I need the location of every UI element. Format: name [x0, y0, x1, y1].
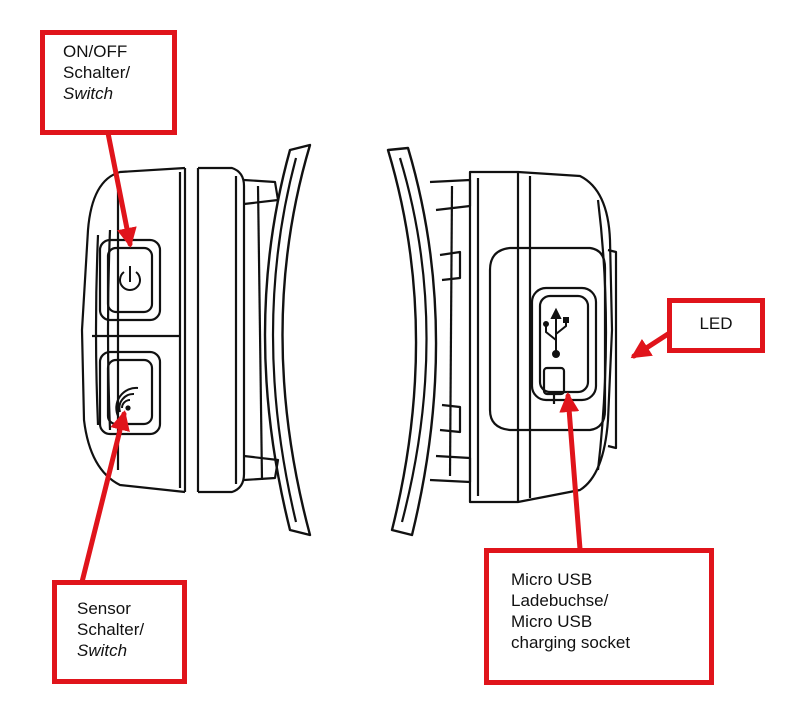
- callout-on-off-line3: Switch: [63, 84, 114, 103]
- usb-icon: [543, 307, 569, 358]
- callout-sensor-line3: Switch: [77, 641, 128, 660]
- callout-arrows: [79, 130, 671, 585]
- callout-sensor-line1: Sensor: [77, 599, 131, 618]
- callout-usb-line1: Micro USB: [511, 570, 593, 589]
- callout-sensor-switch: Sensor Schalter/ Switch: [52, 580, 187, 684]
- callout-micro-usb-socket: Micro USB Ladebuchse/ Micro USB charging…: [484, 548, 714, 685]
- callout-sensor-line2: Schalter/: [77, 620, 145, 639]
- callout-led-line1: LED: [699, 314, 733, 333]
- callout-led: LED: [667, 298, 765, 353]
- power-icon: [119, 266, 141, 291]
- callout-usb-line2: Ladebuchse/: [511, 591, 609, 610]
- arrow-led: [630, 331, 671, 359]
- arrow-sensor: [79, 410, 130, 585]
- callout-on-off-line2: Schalter/: [63, 63, 131, 82]
- headlamp-right-view: [386, 146, 618, 537]
- headlamp-left-view: [80, 143, 312, 537]
- wave-sensor-icon: [115, 386, 139, 417]
- arrow-micro-usb: [559, 392, 583, 552]
- callout-on-off-switch: ON/OFF Schalter/ Switch: [40, 30, 177, 135]
- callout-usb-line4: charging socket: [511, 633, 631, 652]
- callout-usb-line3: Micro USB: [511, 612, 593, 631]
- callout-on-off-line1: ON/OFF: [63, 42, 128, 61]
- arrow-on-off: [105, 130, 137, 248]
